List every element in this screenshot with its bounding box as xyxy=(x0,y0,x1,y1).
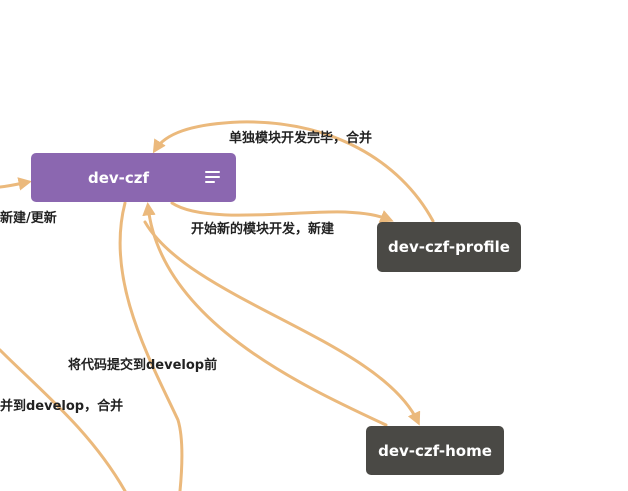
edge-home-to-main xyxy=(142,201,388,427)
edge-lower-left xyxy=(0,348,127,491)
edge-incoming-left xyxy=(0,177,32,191)
node-dev-czf-profile[interactable]: dev-czf-profile xyxy=(377,222,521,272)
edge-label-merge-back: 单独模块开发完毕，合并 xyxy=(229,131,373,146)
node-dev-czf-home[interactable]: dev-czf-home xyxy=(366,426,504,475)
node-dev-czf-home-label: dev-czf-home xyxy=(378,441,492,460)
edge-main-to-home xyxy=(143,220,421,426)
edge-label-start-new: 开始新的模块开发，新建 xyxy=(191,222,335,237)
edge-main-to-profile xyxy=(170,201,394,223)
edge-profile-to-main xyxy=(152,120,435,223)
node-dev-czf-profile-label: dev-czf-profile xyxy=(388,238,510,256)
edge-label-merge-to-develop: 并到develop，合并 xyxy=(0,399,124,414)
node-dev-czf[interactable]: dev-czf xyxy=(31,153,236,202)
edge-main-down xyxy=(118,201,184,491)
menu-icon[interactable] xyxy=(205,171,220,184)
edge-label-create-update: 新建/更新 xyxy=(0,211,57,226)
node-dev-czf-label: dev-czf xyxy=(87,168,150,187)
edge-label-commit-before: 将代码提交到develop前 xyxy=(68,358,218,373)
